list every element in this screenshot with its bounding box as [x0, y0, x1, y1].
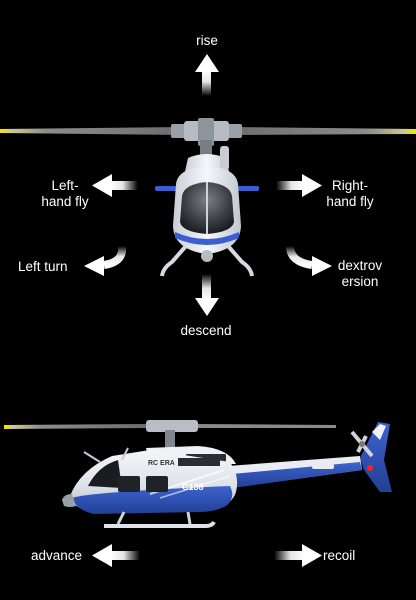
label-dextroversion-line2: ersion: [341, 274, 379, 289]
nose-light: [201, 250, 213, 262]
side-skid: [104, 520, 216, 528]
label-left-hand-fly: Left- hand fly: [36, 178, 94, 210]
tail-fin: [360, 422, 392, 492]
label-right-hand-fly-line1: Right-: [331, 178, 368, 193]
side-blue-band: [72, 486, 233, 514]
label-right-hand-fly-line2: hand fly: [326, 194, 374, 209]
exhaust: [220, 146, 229, 170]
side-view-helicopter: [4, 420, 392, 528]
arrow-left-icon: [92, 544, 140, 567]
label-right-hand-fly: Right- hand fly: [320, 178, 380, 210]
label-rise: rise: [196, 33, 218, 48]
side-main-rotor-right: [196, 424, 336, 428]
tail-light: [367, 465, 373, 471]
chin-stripe: [175, 232, 239, 245]
upper-windows: [178, 458, 220, 466]
arrow-down-icon: [195, 274, 219, 316]
brand-marking: RC ERA: [148, 460, 175, 467]
side-main-rotor-left: [4, 424, 150, 429]
side-mast: [165, 430, 175, 448]
side-windshield: [88, 460, 122, 488]
label-descend: descend: [180, 323, 232, 338]
front-view-helicopter: [0, 118, 416, 277]
main-rotor-blade-left: [0, 127, 185, 135]
curved-arrow-right-icon: [286, 245, 332, 276]
skid-left: [160, 244, 188, 277]
label-dextroversion-line1: dextrov: [337, 258, 383, 273]
label-left-turn: Left turn: [18, 259, 68, 274]
curved-arrow-left-icon: [84, 245, 127, 276]
main-rotor-blade-right: [228, 127, 416, 135]
arrow-right-icon: [276, 174, 322, 197]
label-left-hand-fly-line1: Left-: [51, 178, 79, 193]
rotor-hub: [171, 118, 242, 158]
side-window-1: [118, 476, 140, 492]
side-stabilizer: [312, 464, 334, 469]
side-window-2: [146, 476, 168, 492]
label-recoil: recoil: [323, 548, 356, 563]
side-nose: [62, 494, 76, 507]
arrow-right-icon: [274, 544, 322, 567]
label-advance: advance: [31, 548, 83, 563]
side-skid-strut-rear: [186, 511, 192, 525]
label-left-hand-fly-line2: hand fly: [41, 194, 89, 209]
arrow-left-icon: [92, 174, 138, 197]
antenna: [83, 451, 101, 463]
side-rotor-hub: [146, 420, 198, 432]
label-dextroversion: dextrov ersion: [334, 258, 386, 290]
model-marking: C138: [182, 482, 204, 492]
side-skid-strut-front: [116, 511, 126, 525]
skid-right: [226, 244, 254, 277]
arrow-up-icon: [195, 54, 219, 96]
